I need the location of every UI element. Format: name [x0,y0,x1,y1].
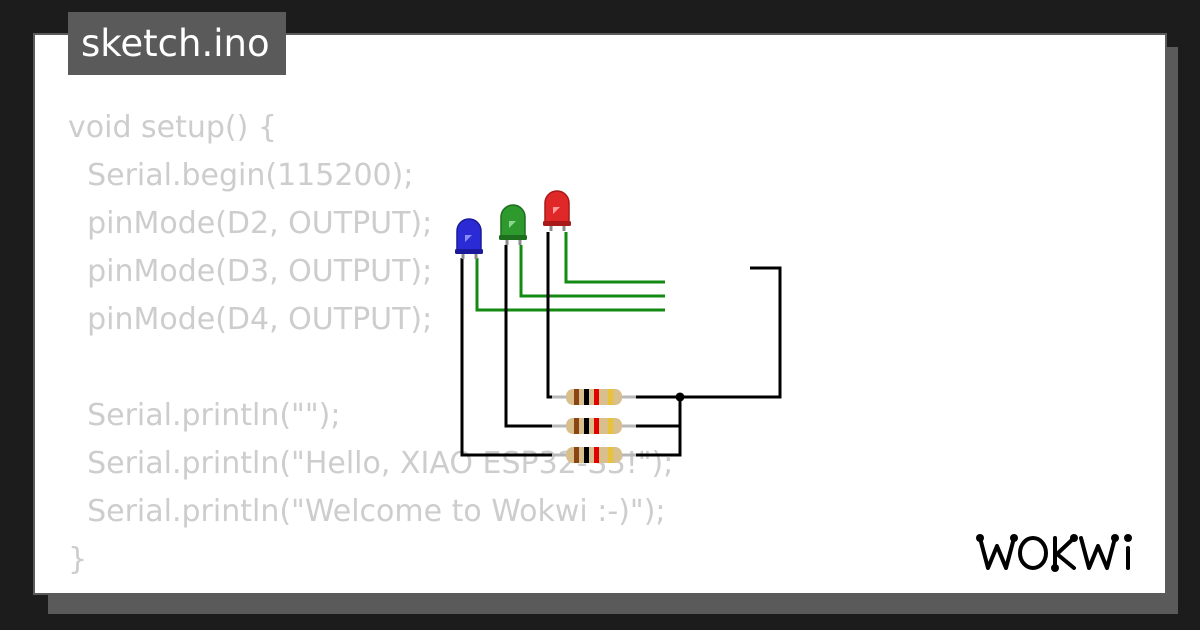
resistor-1[interactable] [552,389,636,405]
code-line: Serial.begin(115200); [68,158,414,193]
resistor-3[interactable] [552,447,636,463]
code-editor[interactable]: void setup() { Serial.begin(115200); pin… [68,104,673,584]
red-led[interactable] [543,190,571,231]
green-led-signal-wire[interactable] [519,245,665,298]
red-led-cathode-wire[interactable] [546,232,558,399]
code-line: } [68,542,88,577]
green-led-cathode-wire[interactable] [504,245,558,428]
code-line: Serial.println("Welcome to Wokwi :-)"); [68,494,666,529]
file-name-tab[interactable]: sketch.ino [68,12,286,75]
preview-card [33,33,1167,595]
ground-bus-wire[interactable] [632,266,782,399]
blue-led[interactable] [455,218,483,259]
wokwi-logo[interactable] [975,526,1155,578]
blue-led-cathode-wire[interactable] [460,258,558,457]
code-line: Serial.println(""); [68,398,341,433]
blue-led-signal-wire[interactable] [475,258,665,312]
code-line: pinMode(D3, OUTPUT); [68,254,433,289]
code-line: pinMode(D4, OUTPUT); [68,302,433,337]
code-line: void setup() { [68,110,277,145]
red-led-signal-wire[interactable] [564,232,665,284]
signal-wires [475,232,665,312]
resistor-2[interactable] [552,418,636,434]
green-led[interactable] [499,204,527,245]
resistor-3-wire[interactable] [632,397,682,457]
junction-dot [675,392,685,402]
code-line: pinMode(D2, OUTPUT); [68,206,433,241]
